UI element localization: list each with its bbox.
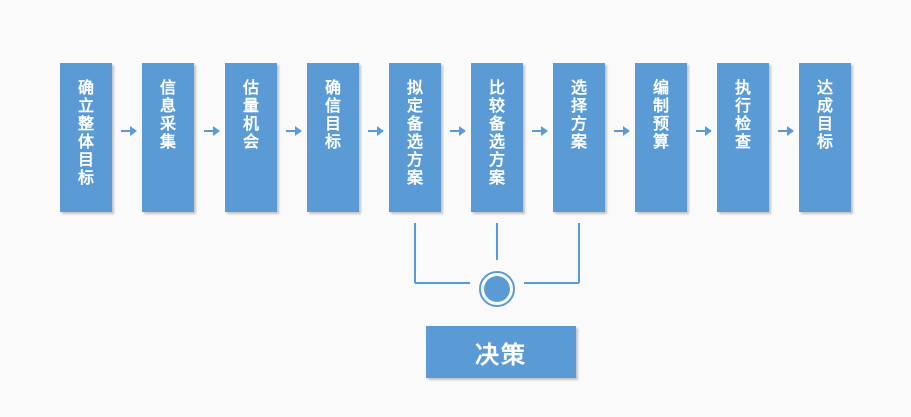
flow-arrow-7 [614,126,630,136]
step-box-9: 执行检查 [717,63,769,212]
flow-arrow-2 [204,126,220,136]
flow-arrow-9 [778,126,794,136]
step-box-2: 信息采集 [142,63,194,212]
step-label-5: 拟定备选方案 [406,78,423,187]
decision-label: 决策 [475,340,527,369]
flow-arrow-8 [696,126,712,136]
step-label-3: 估量机会 [242,78,259,151]
step-box-1: 确立整体目标 [60,63,112,212]
step-label-4: 确信目标 [324,78,341,151]
junction-node [484,276,510,302]
step-box-3: 估量机会 [225,63,277,212]
step-box-7: 选择方案 [553,63,605,212]
step-box-4: 确信目标 [307,63,359,212]
step-box-5: 拟定备选方案 [389,63,441,212]
flow-arrow-3 [286,126,302,136]
step-label-2: 信息采集 [159,78,176,151]
flow-arrow-4 [368,126,384,136]
flow-arrow-5 [450,126,466,136]
step-box-6: 比较备选方案 [471,63,523,212]
step-label-7: 选择方案 [570,78,587,151]
flow-arrow-6 [532,126,548,136]
flow-arrow-1 [121,126,137,136]
step-label-9: 执行检查 [734,78,751,151]
step-box-10: 达成目标 [799,63,851,212]
step-box-8: 编制预算 [635,63,687,212]
step-label-8: 编制预算 [652,78,669,151]
step-label-10: 达成目标 [816,78,833,151]
step-label-1: 确立整体目标 [77,78,94,187]
step-label-6: 比较备选方案 [488,78,505,187]
decision-box: 决策 [426,326,576,378]
